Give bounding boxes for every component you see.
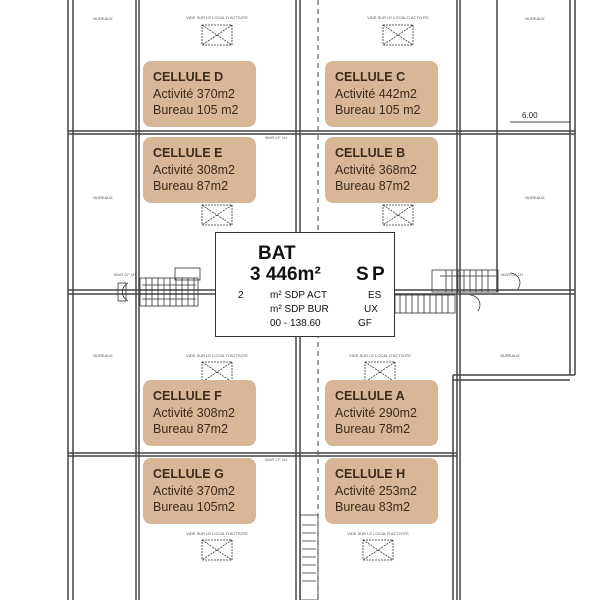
- wall-label: MUR CF 1H: [501, 272, 523, 277]
- room-label-bureaux: BUREAUX: [93, 195, 113, 200]
- cell-activity-area: Activité 290m2: [335, 406, 417, 420]
- cell-card-e: CELLULE E Activité 308m2 Bureau 87m2: [143, 137, 256, 203]
- cell-card-b: CELLULE B Activité 368m2 Bureau 87m2: [325, 137, 438, 203]
- building-activity-area: m² SDP ACT: [270, 290, 328, 301]
- cell-activity-area: Activité 442m2: [335, 87, 417, 101]
- room-label-bureaux: BUREAUX: [93, 16, 113, 21]
- room-label-bureaux: BUREAUX: [525, 16, 545, 21]
- void-label: VIDE SUR LE LOCAL D'ACTIVITE: [186, 531, 248, 536]
- dimension-label: 6.00: [522, 111, 538, 120]
- cell-activity-area: Activité 368m2: [335, 163, 417, 177]
- cell-activity-area: Activité 370m2: [153, 87, 235, 101]
- room-label-bureaux: BUREAUX: [500, 353, 520, 358]
- void-label: VIDE SUR LE LOCAL D'ACTIVITE: [186, 15, 248, 20]
- void-label: VIDE SUR LE LOCAL D'ACTIVITE: [347, 531, 409, 536]
- stair-bottom: [299, 514, 319, 600]
- building-summary-box: BAT 3 446m² S P 2 m² SDP ACT ES m² SDP B…: [215, 232, 395, 337]
- cell-name: CELLULE B: [335, 146, 406, 160]
- building-line: ES: [368, 290, 382, 301]
- cell-card-a: CELLULE A Activité 290m2 Bureau 78m2: [325, 380, 438, 446]
- cell-office-area: Bureau 87m2: [153, 179, 229, 193]
- cell-activity-area: Activité 308m2: [153, 163, 235, 177]
- building-title: BAT: [258, 243, 296, 264]
- cell-office-area: Bureau 87m2: [153, 422, 229, 436]
- wall-label: MUR CF 1H: [114, 272, 136, 277]
- void-label: VIDE SUR LE LOCAL D'ACTIVITE: [186, 353, 248, 358]
- cell-office-area: Bureau 78m2: [335, 422, 411, 436]
- cell-name: CELLULE E: [153, 146, 223, 160]
- room-label-bureaux: BUREAUX: [525, 195, 545, 200]
- stair-right: [394, 269, 499, 314]
- wall-label: MUR CF 1H: [265, 135, 287, 140]
- cell-office-area: Bureau 87m2: [335, 179, 411, 193]
- cell-office-area: Bureau 105 m2: [153, 103, 239, 117]
- stair-left: [139, 267, 201, 307]
- cell-name: CELLULE G: [153, 467, 224, 481]
- cell-card-d: CELLULE D Activité 370m2 Bureau 105 m2: [143, 61, 256, 127]
- cell-card-g: CELLULE G Activité 370m2 Bureau 105m2: [143, 458, 256, 524]
- building-line: UX: [364, 304, 378, 315]
- cell-name: CELLULE A: [335, 389, 405, 403]
- building-area: 3 446m²: [250, 264, 321, 285]
- building-office-area: m² SDP BUR: [270, 304, 329, 315]
- building-area-suffix: P: [372, 264, 385, 285]
- cell-activity-area: Activité 308m2: [153, 406, 235, 420]
- cell-office-area: Bureau 105m2: [153, 500, 236, 514]
- wall-label: MUR CF 1H: [265, 457, 287, 462]
- cell-card-c: CELLULE C Activité 442m2 Bureau 105 m2: [325, 61, 438, 127]
- cell-activity-area: Activité 253m2: [335, 484, 417, 498]
- cell-office-area: Bureau 105 m2: [335, 103, 421, 117]
- building-levels: 00 - 138.60: [270, 318, 321, 329]
- cell-name: CELLULE D: [153, 70, 224, 84]
- building-line: GF: [358, 318, 372, 329]
- void-label: VIDE SUR LE LOCAL D'ACTIVITE: [349, 353, 411, 358]
- building-line: 2: [238, 290, 244, 301]
- cell-name: CELLULE H: [335, 467, 406, 481]
- cell-name: CELLULE C: [335, 70, 406, 84]
- cell-card-f: CELLULE F Activité 308m2 Bureau 87m2: [143, 380, 256, 446]
- cell-activity-area: Activité 370m2: [153, 484, 235, 498]
- room-label-bureaux: BUREAUX: [93, 353, 113, 358]
- cell-name: CELLULE F: [153, 389, 222, 403]
- void-label: VIDE SUR LE LOCAL D'ACTIVITE: [367, 15, 429, 20]
- building-area-suffix: S: [356, 264, 369, 285]
- cell-office-area: Bureau 83m2: [335, 500, 411, 514]
- cell-card-h: CELLULE H Activité 253m2 Bureau 83m2: [325, 458, 438, 524]
